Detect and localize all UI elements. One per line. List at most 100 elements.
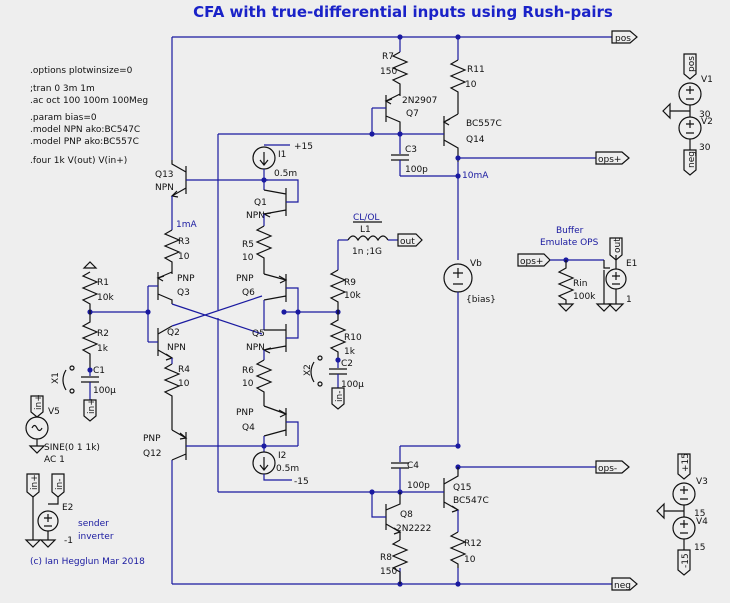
svg-text:1n ;1G: 1n ;1G	[352, 247, 382, 257]
svg-text:V2: V2	[701, 117, 713, 127]
spice-directives: .options plotwinsize=0 ;tran 0 3m 1m .ac…	[30, 66, 148, 166]
net-flag-pos: pos	[611, 30, 638, 44]
svg-text:NPN: NPN	[246, 343, 265, 353]
net-flag-ops-plus-buffer: ops+	[517, 253, 551, 267]
svg-text:pos: pos	[615, 34, 631, 44]
svg-text:-15: -15	[681, 553, 691, 568]
switch-x1: X1	[51, 365, 75, 394]
svg-text:150: 150	[380, 567, 397, 577]
directive-four: .four 1k V(out) V(in+)	[30, 156, 127, 166]
svg-text:10: 10	[242, 253, 254, 263]
credit-text: (c) Ian Hegglun Mar 2018	[30, 557, 145, 567]
svg-text:SINE(0 1 1k): SINE(0 1 1k)	[44, 443, 100, 453]
svg-text:ops+: ops+	[520, 257, 543, 267]
svg-text:I1: I1	[278, 150, 286, 160]
svg-text:E2: E2	[62, 503, 73, 513]
svg-text:BC547C: BC547C	[453, 496, 489, 506]
supply-v1-v2: pos neg V1 30 V2 30	[662, 53, 713, 176]
svg-text:1: 1	[626, 295, 632, 305]
svg-text:L1: L1	[360, 225, 371, 235]
supply-v3-v4: +15 -15 V3 15 V4 15	[656, 453, 708, 576]
voltage-source-vb: Vb {bias}	[443, 259, 496, 446]
svg-text:V5: V5	[48, 407, 60, 417]
svg-text:30: 30	[699, 143, 711, 153]
svg-text:Q5: Q5	[252, 329, 265, 339]
transistor-q6: PNP Q6	[236, 273, 299, 312]
q13-current-label: 1mA	[176, 220, 197, 230]
directive-options: .options plotwinsize=0	[30, 66, 133, 76]
capacitor-c2: C2 100µ	[329, 359, 364, 390]
current-source-i2: I2 0.5m -15	[252, 451, 309, 487]
svg-text:1k: 1k	[97, 344, 109, 354]
current-source-i1: +15 I1 0.5m	[252, 142, 313, 180]
svg-text:R9: R9	[344, 278, 356, 288]
capacitor-c4: C4 100p	[391, 446, 430, 492]
svg-text:R5: R5	[242, 240, 254, 250]
svg-text:NPN: NPN	[246, 211, 265, 221]
svg-text:in+: in+	[30, 474, 40, 490]
net-flag-ops-plus: ops+	[595, 151, 630, 165]
switch-x2: X2	[303, 355, 323, 387]
resistor-r10: R10 1k	[329, 312, 362, 360]
transistor-q15: Q15 BC547C	[443, 467, 489, 513]
directive-tran: ;tran 0 3m 1m	[30, 84, 95, 94]
svg-text:E1: E1	[626, 259, 637, 269]
wire-cross-a	[171, 303, 263, 335]
svg-text:V4: V4	[696, 517, 708, 527]
svg-text:out: out	[613, 238, 623, 253]
resistor-r7: R7 150	[380, 51, 409, 96]
svg-text:ops+: ops+	[598, 155, 621, 165]
svg-text:Q4: Q4	[242, 423, 255, 433]
svg-text:neg: neg	[614, 581, 631, 591]
controlled-source-e2: in+ in- E2 -1 sender inverter	[25, 473, 114, 548]
svg-text:R2: R2	[97, 329, 109, 339]
svg-text:2N2222: 2N2222	[396, 524, 431, 534]
svg-text:100p: 100p	[405, 165, 428, 175]
transistor-q2: Q2 NPN	[148, 325, 186, 361]
svg-text:Q2: Q2	[167, 328, 180, 338]
svg-text:C4: C4	[407, 461, 419, 471]
svg-text:X1: X1	[51, 372, 61, 384]
resistor-r4: R4 10	[163, 363, 190, 430]
resistor-r8: R8 150	[380, 539, 409, 584]
svg-text:NPN: NPN	[155, 183, 174, 193]
svg-text:BC557C: BC557C	[466, 119, 502, 129]
svg-text:-1: -1	[64, 536, 73, 546]
transistor-q14: BC557C Q14	[442, 113, 502, 162]
svg-text:PNP: PNP	[236, 408, 254, 418]
resistor-r5: R5 10	[242, 225, 273, 274]
svg-text:pos: pos	[687, 56, 697, 72]
svg-text:I2: I2	[278, 451, 286, 461]
svg-text:100p: 100p	[407, 481, 430, 491]
svg-text:R10: R10	[344, 333, 362, 343]
svg-text:in-: in-	[335, 391, 345, 402]
resistor-r12: R12 10	[449, 510, 482, 568]
transistor-q12: PNP Q12	[143, 429, 268, 461]
svg-text:Q6: Q6	[242, 288, 255, 298]
net-flag-in-plus-bias: in+	[83, 398, 97, 422]
svg-text:in+: in+	[87, 398, 97, 414]
svg-text:2N2907: 2N2907	[402, 96, 437, 106]
svg-text:10k: 10k	[344, 291, 361, 301]
svg-text:Vb: Vb	[470, 259, 482, 269]
svg-text:Rin: Rin	[573, 279, 587, 289]
net-flag-in-minus-bias: in-	[331, 387, 345, 410]
net-flag-ops-minus: ops-	[595, 460, 630, 474]
resistor-r9: R9 10k	[329, 269, 361, 312]
svg-text:-15: -15	[294, 477, 309, 487]
buffer-label: Buffer	[556, 226, 584, 236]
svg-text:PNP: PNP	[143, 434, 161, 444]
directive-param: .param bias=0	[30, 113, 97, 123]
supply-rails	[171, 34, 612, 587]
svg-text:100k: 100k	[573, 292, 596, 302]
svg-text:out: out	[400, 237, 415, 247]
svg-text:R7: R7	[382, 52, 394, 62]
transistor-q4: PNP Q4	[236, 405, 299, 446]
net-flag-neg: neg	[611, 577, 638, 591]
capacitor-c3: C3 100p	[391, 134, 428, 176]
svg-text:neg: neg	[687, 151, 697, 168]
resistor-r11: R11 10	[449, 59, 485, 114]
svg-text:100µ: 100µ	[93, 386, 116, 396]
resistor-r2: R2 1k	[81, 312, 109, 370]
svg-text:X2: X2	[303, 364, 313, 376]
